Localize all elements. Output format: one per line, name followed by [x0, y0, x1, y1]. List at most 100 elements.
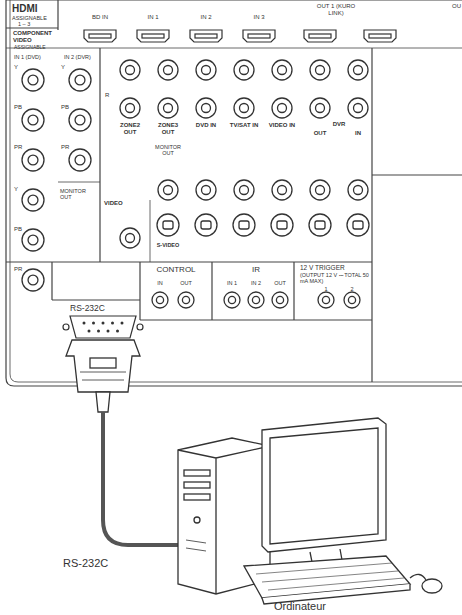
- hdmi-port: [142, 34, 164, 38]
- s-video-jack: [277, 221, 287, 229]
- rca-jack: [202, 104, 211, 113]
- rca-jack: [22, 229, 44, 251]
- panel-label: 12 V TRIGGER: [300, 264, 345, 271]
- panel-label: RS-232C: [70, 304, 105, 313]
- s-video-jack: [239, 221, 249, 229]
- panel-label: BD IN: [92, 14, 108, 21]
- rca-jack: [120, 60, 140, 80]
- rca-jack: [164, 186, 173, 195]
- panel-label: MONITOR OUT: [152, 144, 184, 156]
- rca-jack: [272, 292, 288, 308]
- panel-label: DVD IN: [191, 122, 221, 129]
- rca-jack: [158, 60, 178, 80]
- rca-jack: [272, 180, 292, 200]
- rca-jack: [69, 69, 91, 91]
- panel-label: R: [105, 92, 109, 99]
- hdmi-port: [369, 34, 391, 38]
- panel-label: Y: [61, 64, 65, 71]
- rca-jack: [316, 104, 325, 113]
- panel-label: (OUTPUT 12 V ⎓ TOTAL 50 mA MAX): [300, 272, 370, 284]
- rca-jack: [28, 75, 38, 85]
- rca-jack: [354, 104, 363, 113]
- rca-jack: [158, 180, 178, 200]
- panel-label: VIDEO: [104, 200, 123, 207]
- s-video-jack: [157, 214, 179, 236]
- panel-label: HDMI: [12, 3, 38, 14]
- rca-jack: [278, 104, 287, 113]
- panel-label: IN 1: [227, 280, 237, 286]
- rca-jack: [228, 296, 235, 303]
- s-video-jack: [163, 221, 173, 229]
- hdmi-port: [364, 30, 396, 42]
- rca-jack: [348, 60, 368, 80]
- rca-jack: [276, 296, 283, 303]
- panel-label: Y: [14, 186, 18, 193]
- s-video-jack: [195, 214, 217, 236]
- rca-jack: [252, 296, 259, 303]
- rca-jack: [75, 75, 85, 85]
- rca-jack: [196, 60, 216, 80]
- s-video-jack: [233, 214, 255, 236]
- rca-jack: [28, 155, 38, 165]
- panel-label: ZONE2 OUT: [115, 122, 145, 135]
- rca-jack: [126, 234, 135, 243]
- rca-jack: [318, 292, 334, 308]
- hdmi-port: [137, 30, 169, 42]
- panel-label: ASSIGNABLE: [14, 45, 46, 51]
- rca-jack: [354, 66, 363, 75]
- panel-label: ASSIGNABLE: [12, 15, 47, 21]
- panel-label: ZONE3 OUT: [153, 122, 183, 135]
- rca-jack: [120, 228, 140, 248]
- rca-jack: [152, 292, 168, 308]
- panel-label: 1 – 3: [18, 21, 30, 27]
- rca-jack: [156, 296, 163, 303]
- rca-jack: [234, 180, 254, 200]
- hdmi-port: [309, 34, 331, 38]
- rca-jack: [164, 66, 173, 75]
- hdmi-port: [248, 34, 270, 38]
- panel-label: IN: [157, 280, 163, 286]
- panel-label: IN 1 (DVD): [14, 54, 41, 60]
- panel-label: PR: [14, 266, 22, 273]
- cable-label: RS-232C: [63, 557, 108, 569]
- s-video-jack: [271, 214, 293, 236]
- rca-jack: [120, 98, 140, 118]
- rca-jack: [22, 149, 44, 171]
- rca-jack: [22, 189, 44, 211]
- panel-label: IN 1: [147, 14, 158, 21]
- rca-jack: [240, 186, 249, 195]
- rca-jack: [272, 98, 292, 118]
- rca-jack: [316, 186, 325, 195]
- panel-label: DVR: [333, 121, 346, 128]
- panel-label: OUT: [180, 280, 192, 286]
- s-video-jack: [353, 221, 363, 229]
- panel-label: S-VIDEO: [157, 242, 180, 248]
- rca-jack: [22, 109, 44, 131]
- rca-jack: [202, 186, 211, 195]
- rca-jack: [75, 115, 85, 125]
- panel-label: IN 3: [253, 14, 264, 21]
- rca-jack: [69, 149, 91, 171]
- panel-label: 2: [350, 286, 353, 292]
- rca-jack: [202, 66, 211, 75]
- rca-jack: [178, 292, 194, 308]
- hdmi-port: [304, 30, 336, 42]
- panel-label: IN 2 (DVR): [64, 54, 91, 60]
- s-video-jack: [315, 221, 325, 229]
- rca-jack: [348, 180, 368, 200]
- hdmi-port: [190, 30, 222, 42]
- panel-label: MONITOR OUT: [60, 188, 94, 200]
- panel-label: CONTROL: [156, 266, 195, 275]
- rca-jack: [354, 186, 363, 195]
- rca-jack: [158, 98, 178, 118]
- panel-label: PB: [14, 104, 22, 111]
- rca-jack: [310, 60, 330, 80]
- rca-jack: [28, 275, 38, 285]
- panel-label: TV/SAT IN: [227, 122, 261, 129]
- rca-jack: [240, 66, 249, 75]
- s-video-jack: [347, 214, 369, 236]
- panel-label: 1: [324, 286, 327, 292]
- hdmi-port: [243, 30, 275, 42]
- rca-jack: [224, 292, 240, 308]
